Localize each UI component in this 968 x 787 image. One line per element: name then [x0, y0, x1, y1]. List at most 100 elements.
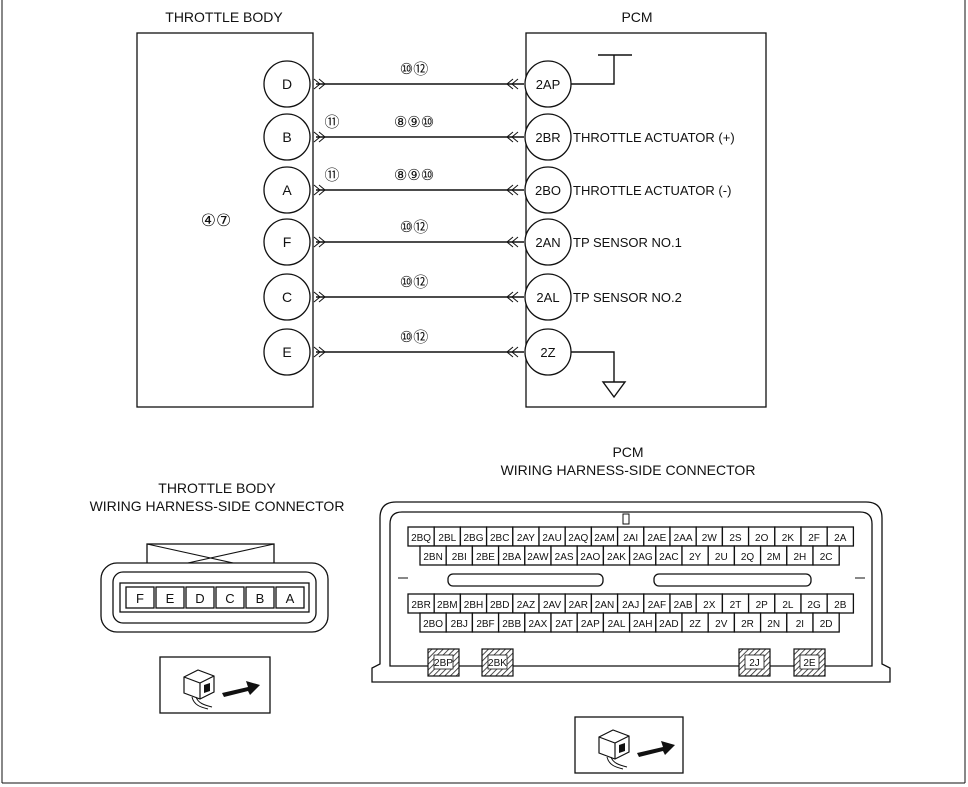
pcm-pin-circle	[524, 113, 572, 161]
pcm-power-pin-face	[744, 654, 765, 670]
pcm-connector-pin	[826, 593, 855, 614]
tb-connector-pin	[125, 586, 155, 609]
connector-chevron-icon	[506, 236, 519, 248]
tb-connector-pin	[275, 586, 305, 609]
pcm-connector-pin-label: 2AA	[674, 533, 693, 544]
pcm-connector-pin-label: 2AT	[555, 619, 573, 630]
harness-ref-mid: ⑩⑫	[400, 329, 428, 346]
tb-connector-pin-label: B	[256, 591, 265, 606]
tb-connector-pin	[155, 586, 185, 609]
pcm-connector-pin-label: 2AN	[595, 600, 614, 611]
pcm-connector-pin-label: 2N	[767, 619, 780, 630]
pcm-power-pin-label: 2J	[749, 658, 760, 669]
pcm-connector-pin-label: 2V	[715, 619, 728, 630]
pcm-connector-pin-label: 2Z	[689, 619, 701, 630]
signal-label: TP SENSOR NO.1	[573, 235, 682, 250]
pcm-connector-pin-label: 2BG	[463, 533, 483, 544]
tb-connector-pin-label: A	[286, 591, 295, 606]
tb-connector-pin-label: E	[166, 591, 175, 606]
tb-connector-pin	[185, 586, 215, 609]
pcm-power-pin-face	[487, 654, 508, 670]
tb-pin-label: E	[282, 344, 291, 360]
tb-pin-circle	[263, 273, 311, 321]
pcm-connector-pin-label: 2AP	[581, 619, 600, 630]
connector-chevron-icon	[313, 184, 326, 196]
pcm-connector-pin-label: 2R	[741, 619, 754, 630]
pcm-connector-pin-label: 2AO	[580, 552, 600, 563]
tb-pin-label: F	[283, 234, 292, 250]
connector-chevron-icon	[506, 346, 519, 358]
pcm-connector-pin	[812, 612, 840, 633]
pcm-connector-pin-label: 2BH	[464, 600, 483, 611]
pcm-connector-pin-label: 2BB	[502, 619, 521, 630]
ground-wire	[571, 351, 615, 382]
tb-connector-pin	[215, 586, 245, 609]
pcm-title: PCM	[621, 9, 652, 25]
harness-ref-left: ⑪	[324, 114, 339, 131]
pcm-connector-pin-label: 2BC	[490, 533, 509, 544]
pcm-connector-pin-label: 2AM	[594, 533, 615, 544]
pcm-connector-pin-label: 2G	[807, 600, 821, 611]
tb-connector-pin-label: C	[225, 591, 234, 606]
pcm-connector-pin-label: 2AF	[648, 600, 666, 611]
pcm-connector-pin-label: 2BI	[452, 552, 467, 563]
tb-pin-label: A	[282, 182, 292, 198]
tb-connector-pin-label: D	[195, 591, 204, 606]
pcm-connector-pin-label: 2BQ	[411, 533, 431, 544]
connector-chevron-icon	[313, 131, 326, 143]
pcm-connector-pin-label: 2H	[794, 552, 807, 563]
pcm-connector-pin-label: 2AK	[607, 552, 626, 563]
pcm-pin-circle	[524, 166, 572, 214]
connector-chevron-icon	[313, 78, 326, 90]
tb-pin-circle	[263, 166, 311, 214]
pcm-connector-pin-label: 2AS	[555, 552, 574, 563]
pcm-connector-pin-label: 2Y	[689, 552, 702, 563]
pcm-connector-pin-label: 2BN	[423, 552, 442, 563]
connector-view-arrow-icon	[159, 656, 271, 714]
pcm-connector-pin-label: 2B	[834, 600, 847, 611]
connector-chevron-icon	[313, 291, 326, 303]
pcm-connector-pin-label: 2I	[796, 619, 804, 630]
pcm-connector-pin-label: 2AB	[674, 600, 693, 611]
pcm-connector-pin-label: 2S	[729, 533, 742, 544]
pcm-connector-pin-label: 2AD	[659, 619, 678, 630]
pcm-connector-pin-label: 2AU	[542, 533, 561, 544]
pcm-pin-label: 2AP	[536, 77, 561, 92]
connector-chevron-icon	[506, 184, 519, 196]
pcm-connector-pin-label: 2AY	[517, 533, 535, 544]
pcm-connector-pin-label: 2X	[703, 600, 716, 611]
pcm-pin-label: 2BR	[535, 130, 560, 145]
connector-chevron-icon	[313, 346, 326, 358]
pcm-pin-circle	[524, 218, 572, 266]
pcm-connector-pin-label: 2Q	[741, 552, 755, 563]
pcm-connector-pin-label: 2AW	[527, 552, 549, 563]
pcm-connector-pin	[826, 526, 855, 547]
pcm-connector-pin-label: 2C	[820, 552, 833, 563]
pcm-connector-pin-label: 2AE	[647, 533, 666, 544]
pcm-pin-label: 2AN	[535, 235, 560, 250]
pcm-connector-pin-label: 2BR	[411, 600, 430, 611]
pcm-connector-pin-label: 2AQ	[568, 533, 588, 544]
pcm-connector-pin-label: 2BA	[502, 552, 521, 563]
tb-pin-circle	[263, 218, 311, 266]
tb-connector-pin	[245, 586, 275, 609]
pcm-connector-pin-label: 2AV	[543, 600, 561, 611]
ground-symbol-icon	[601, 381, 627, 399]
tb-connector-pin-label: F	[136, 591, 144, 606]
bus-line	[571, 54, 632, 85]
pcm-connector-pin-label: 2F	[808, 533, 820, 544]
pcm-connector-pin	[812, 545, 840, 566]
connector-chevron-icon	[506, 291, 519, 303]
pcm-pin-label: 2Z	[540, 345, 555, 360]
pcm-connector-pin-label: 2AI	[623, 533, 638, 544]
pcm-connector-pin-label: 2W	[702, 533, 718, 544]
pcm-power-pin-face	[433, 654, 454, 670]
